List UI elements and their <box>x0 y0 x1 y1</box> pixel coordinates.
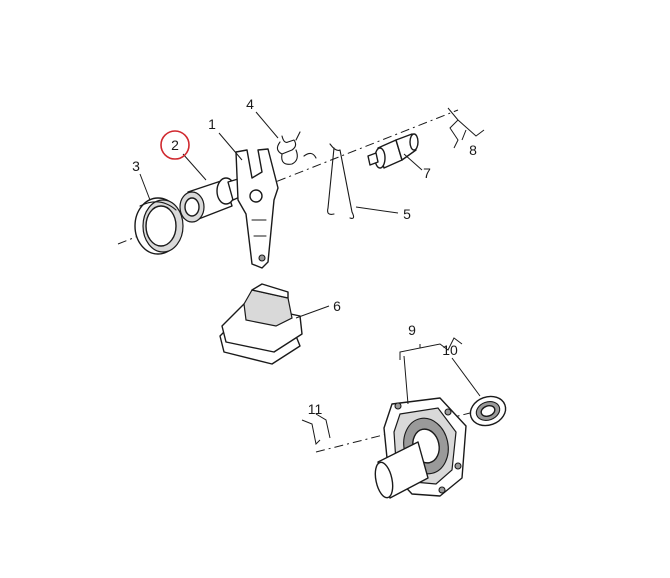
leader-3 <box>139 173 151 201</box>
part-7-pin <box>367 133 419 169</box>
callout-3: 3 <box>132 158 140 174</box>
callout-5: 5 <box>403 206 411 222</box>
callout-2-highlight-circle <box>160 130 190 160</box>
bracket-11 <box>301 413 331 446</box>
leader-7 <box>403 153 423 171</box>
leader-6 <box>295 305 330 319</box>
leader-2 <box>182 153 207 181</box>
part-4-clip <box>276 131 317 165</box>
part-6-boot <box>219 283 303 365</box>
callout-2: 2 <box>171 137 179 153</box>
callout-11: 11 <box>308 401 323 417</box>
callout-7: 7 <box>423 165 431 181</box>
callout-1: 1 <box>208 116 216 132</box>
part-3-ring <box>134 197 184 255</box>
callout-6: 6 <box>333 298 341 314</box>
part-2-bearing <box>179 177 243 223</box>
leader-1 <box>218 132 243 161</box>
part-5-spring <box>327 143 355 219</box>
part-9-housing <box>374 397 467 499</box>
part-10-seal <box>469 395 507 427</box>
part-1-fork <box>235 148 279 269</box>
leader-4 <box>255 111 279 139</box>
callout-8: 8 <box>469 142 477 158</box>
leader-5 <box>355 206 399 214</box>
leader-10 <box>451 357 481 397</box>
callout-9: 9 <box>408 322 416 338</box>
callout-4: 4 <box>246 96 254 112</box>
callout-10: 10 <box>442 342 458 358</box>
bracket-9 <box>399 337 463 405</box>
bracket-8 <box>447 107 485 149</box>
